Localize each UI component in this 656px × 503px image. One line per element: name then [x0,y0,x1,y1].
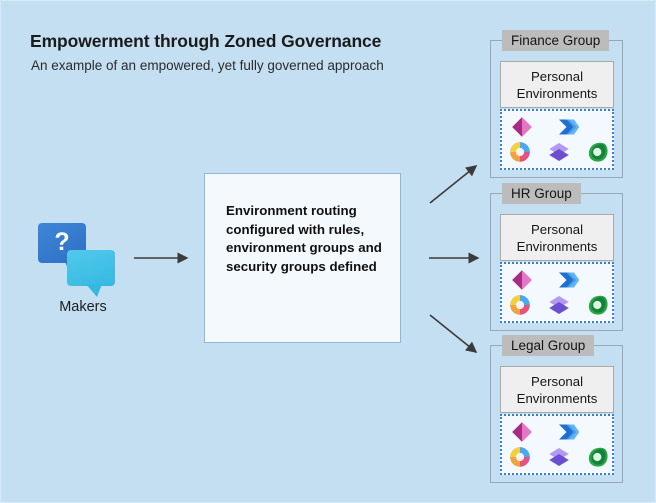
power-apps-icon [512,117,532,137]
group-label-hr: HR Group [502,183,581,204]
makers-reply-bubble-icon [67,250,115,297]
makers-node: ? Makers [28,219,138,315]
power-pages-icon [549,296,569,314]
process-box-text: Environment routing configured with rule… [226,203,382,274]
group-box-hr: HR Group Personal Environments [490,183,623,331]
personal-environments-box-finance: Personal Environments [500,61,614,108]
process-to-legal-arrow [429,314,478,354]
copilot-studio-icon [588,142,608,162]
app-icon-zone-legal [500,414,614,475]
app-icon-row-top [510,268,580,292]
app-icon-row-bottom [508,293,610,317]
question-mark-glyph: ? [54,228,70,256]
power-pages-icon [549,143,569,161]
personal-environments-label: Personal Environments [516,373,598,406]
personal-environments-box-legal: Personal Environments [500,366,614,413]
personal-environments-label: Personal Environments [516,68,598,101]
personal-environments-box-hr: Personal Environments [500,214,614,261]
process-to-finance-arrow [429,164,478,204]
power-automate-icon [559,424,580,440]
page-subtitle: An example of an empowered, yet fully go… [31,58,384,73]
app-icon-row-bottom [508,140,610,164]
process-box: Environment routing configured with rule… [204,173,401,343]
power-apps-icon [512,422,532,442]
group-box-finance: Finance Group Personal Environments [490,30,623,178]
app-icon-row-bottom [508,445,610,469]
process-to-hr-arrow [429,252,480,264]
power-apps-icon [512,270,532,290]
copilot-icon [510,447,530,467]
group-label-finance: Finance Group [502,30,610,51]
app-icon-row-top [510,420,580,444]
power-automate-icon [559,119,580,135]
personal-environments-label: Personal Environments [516,221,598,254]
power-pages-icon [549,448,569,466]
power-automate-icon [559,272,580,288]
group-label-legal: Legal Group [502,335,595,356]
copilot-studio-icon [588,447,608,467]
makers-to-process-arrow [134,252,189,264]
app-icon-zone-hr [500,262,614,323]
makers-label: Makers [59,299,107,315]
copilot-icon [510,295,530,315]
group-box-legal: Legal Group Personal Environments [490,335,623,483]
page-title: Empowerment through Zoned Governance [30,31,382,51]
copilot-studio-icon [588,295,608,315]
app-icon-zone-finance [500,109,614,170]
app-icon-row-top [510,115,580,139]
copilot-icon [510,142,530,162]
